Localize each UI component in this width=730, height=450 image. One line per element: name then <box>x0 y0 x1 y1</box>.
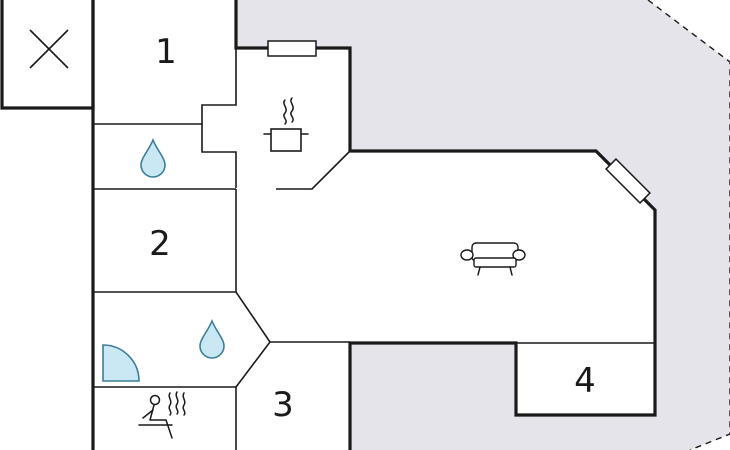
room-label-3: 3 <box>272 385 294 425</box>
sofa-icon <box>460 242 526 276</box>
window-icon <box>267 40 317 57</box>
room-label-4: 4 <box>574 361 596 401</box>
terrace-edge-dashed <box>647 0 730 450</box>
cooking-pot-icon <box>263 97 309 152</box>
room-label-1: 1 <box>155 32 177 72</box>
x-cross-icon <box>29 29 69 69</box>
sauna-icon <box>138 391 186 439</box>
terrace-area <box>236 0 730 450</box>
shower-tray-icon <box>102 344 140 382</box>
water-drop-icon <box>199 318 225 359</box>
window-icon <box>605 158 651 204</box>
water-drop-icon <box>140 137 166 178</box>
void-cell <box>0 0 95 110</box>
room-label-2: 2 <box>149 224 171 264</box>
